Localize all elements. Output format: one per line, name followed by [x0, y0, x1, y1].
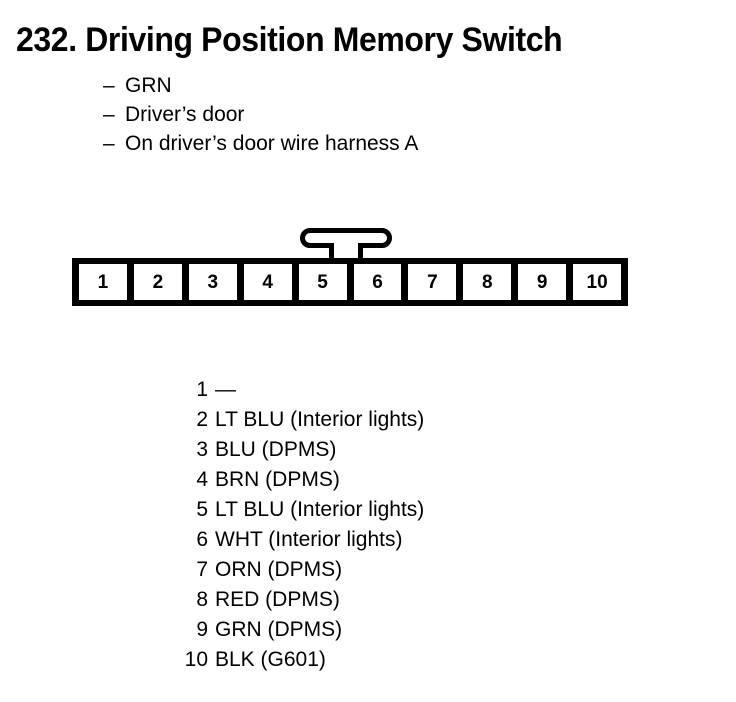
legend-pin-description: LT BLU (Interior lights) — [215, 408, 425, 431]
detail-item: – GRN — [103, 74, 418, 103]
legend-row: 3 BLU (DPMS) — [160, 438, 424, 468]
connector-latch-tab-icon — [300, 228, 392, 260]
pin-cell: 9 — [518, 264, 567, 300]
legend-pin-description: BLU (DPMS) — [215, 438, 337, 461]
legend-row: 6 WHT (Interior lights) — [160, 528, 424, 558]
legend-pin-description: RED (DPMS) — [215, 588, 340, 611]
legend-pin-description: BRN (DPMS) — [215, 468, 340, 491]
legend-pin-number: 7 — [196, 558, 208, 581]
legend-pin-description: WHT (Interior lights) — [215, 528, 403, 551]
legend-row: 2 LT BLU (Interior lights) — [160, 408, 424, 438]
detail-item-label: On driver’s door wire harness A — [125, 132, 419, 155]
detail-item-label: Driver’s door — [125, 103, 245, 126]
pin-legend: 1 — 2 LT BLU (Interior lights) 3 BLU (DP… — [160, 378, 425, 678]
legend-row: 10 BLK (G601) — [160, 648, 424, 678]
pin-cell: 7 — [408, 264, 457, 300]
legend-pin-description: LT BLU (Interior lights) — [215, 498, 425, 521]
legend-pin-number: 2 — [196, 408, 208, 431]
connector-body: 1 2 3 4 5 6 7 8 9 10 — [72, 258, 628, 306]
legend-row: 7 ORN (DPMS) — [160, 558, 424, 588]
legend-pin-description: — — [215, 378, 236, 401]
pin-cell: 8 — [463, 264, 512, 300]
legend-pin-description: GRN (DPMS) — [215, 618, 343, 641]
legend-row: 1 — — [160, 378, 424, 408]
legend-pin-description: BLK (G601) — [215, 648, 326, 671]
dash-marker-icon: – — [103, 132, 115, 155]
legend-pin-number: 9 — [196, 618, 208, 641]
legend-pin-number: 6 — [196, 528, 208, 551]
legend-pin-description: ORN (DPMS) — [215, 558, 343, 581]
page-title: 232. Driving Position Memory Switch — [16, 21, 563, 59]
legend-row: 5 LT BLU (Interior lights) — [160, 498, 424, 528]
dash-marker-icon: – — [103, 103, 115, 126]
detail-item-label: GRN — [125, 74, 172, 97]
legend-row: 4 BRN (DPMS) — [160, 468, 424, 498]
legend-pin-number: 8 — [196, 588, 208, 611]
legend-row: 9 GRN (DPMS) — [160, 618, 424, 648]
pin-cell: 6 — [353, 264, 402, 300]
pin-cell: 4 — [243, 264, 292, 300]
legend-pin-number: 4 — [196, 468, 208, 491]
pin-cell: 2 — [133, 264, 182, 300]
legend-pin-number: 10 — [184, 648, 208, 671]
legend-pin-number: 1 — [196, 378, 208, 401]
detail-list: – GRN – Driver’s door – On driver’s door… — [103, 74, 418, 161]
pin-cell: 3 — [188, 264, 237, 300]
pin-cell: 5 — [298, 264, 347, 300]
detail-item: – Driver’s door — [103, 103, 418, 132]
latch-stem-join — [334, 240, 358, 248]
legend-pin-number: 5 — [196, 498, 208, 521]
legend-pin-number: 3 — [196, 438, 208, 461]
pin-cell: 1 — [79, 264, 127, 300]
legend-row: 8 RED (DPMS) — [160, 588, 424, 618]
detail-item: – On driver’s door wire harness A — [103, 132, 418, 161]
pin-cell: 10 — [573, 264, 622, 300]
connector-diagram: 1 2 3 4 5 6 7 8 9 10 — [72, 228, 628, 306]
dash-marker-icon: – — [103, 74, 115, 97]
